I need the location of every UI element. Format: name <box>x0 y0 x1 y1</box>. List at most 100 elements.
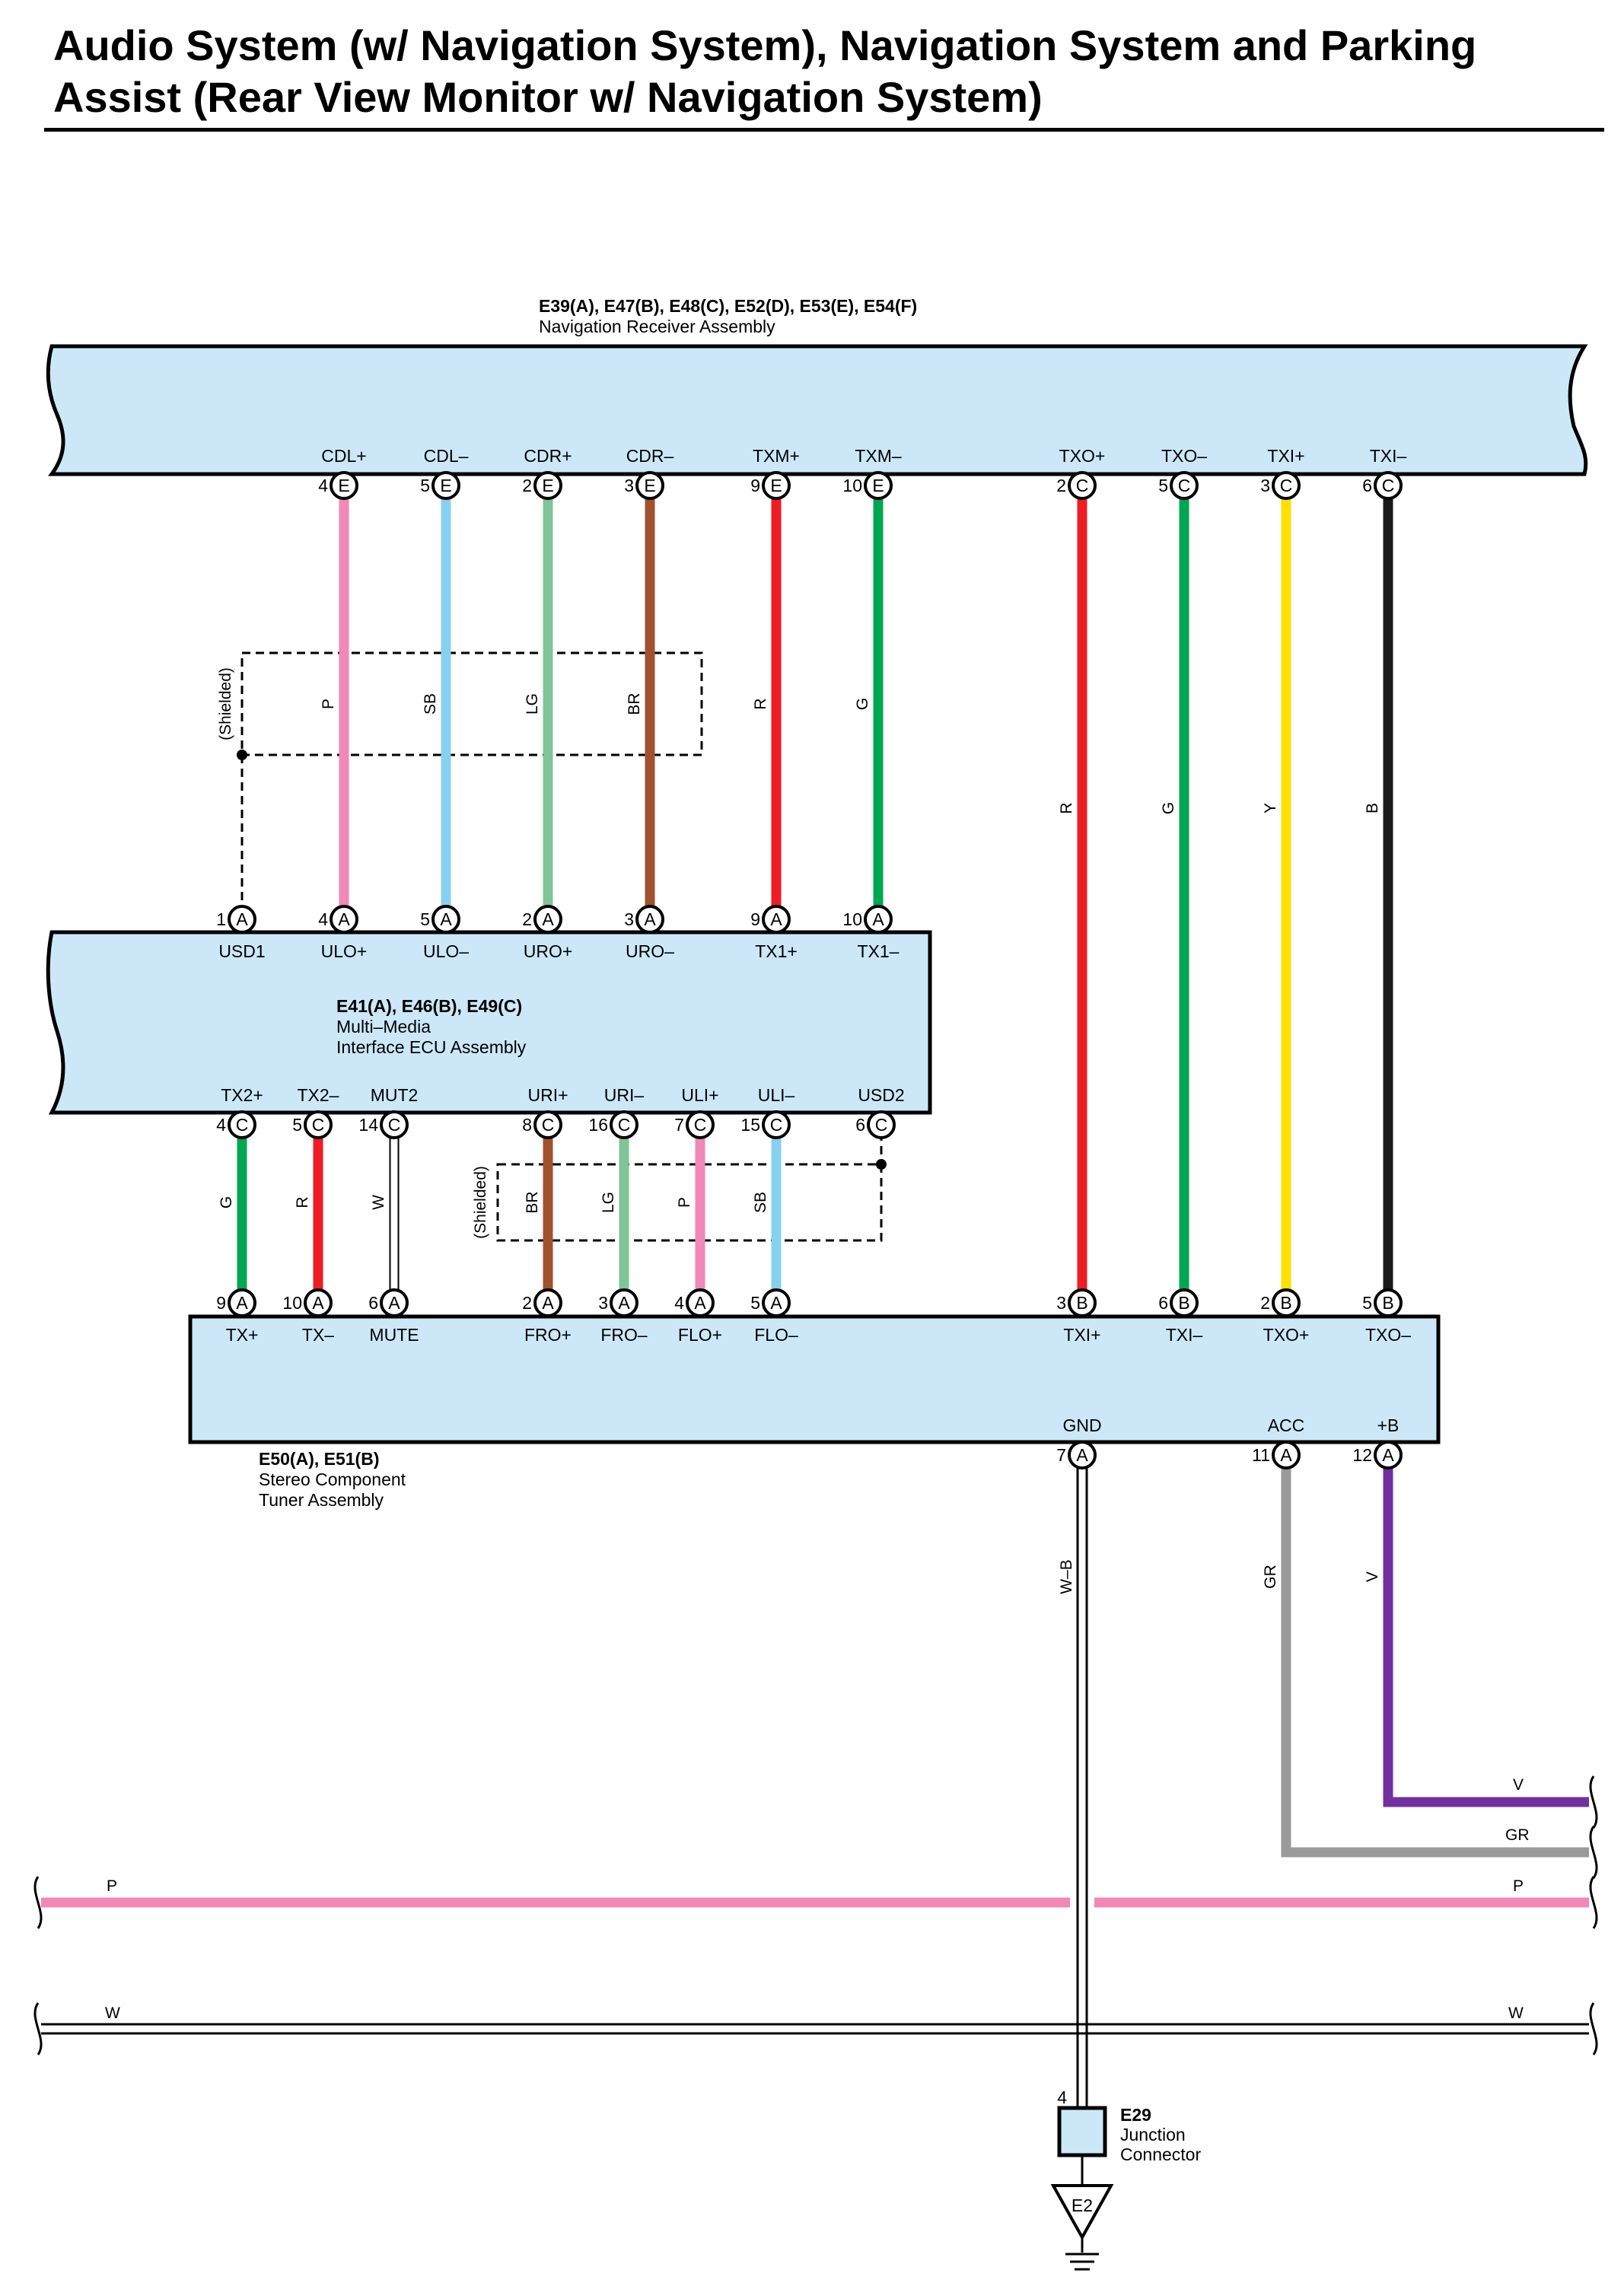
nav-pin-3-terminal <box>635 471 664 500</box>
nav-pin-6-signal: TXO+ <box>1059 446 1106 466</box>
stereo-top-pin-1-signal: TX– <box>302 1325 334 1345</box>
bus-label-w-left: W <box>105 2004 120 2022</box>
stereo-top-pin-0-terminal <box>228 1288 256 1317</box>
mm-bottom-pin-6-connector-letter: C <box>770 1115 783 1135</box>
mm-bottom-pin-7-signal: USD2 <box>858 1085 904 1105</box>
mm-top-pin-1-terminal <box>330 905 358 934</box>
mm-bottom-pin-5-connector-letter: C <box>694 1115 707 1135</box>
stereo-tuner-box <box>188 1314 1441 1444</box>
nav-pin-6-connector-letter: C <box>1076 476 1089 495</box>
stereo-top-pin-9-terminal <box>1272 1288 1301 1317</box>
title-line-1: Audio System (w/ Navigation System), Nav… <box>53 21 1477 69</box>
stereo-top-pin-9-signal: TXO+ <box>1263 1325 1310 1345</box>
nav-pin-3-signal: CDR– <box>626 446 674 466</box>
wire-gr <box>1281 1455 1589 1858</box>
jc-name-2: Connector <box>1120 2144 1201 2164</box>
mm-bottom-pin-4-pin-number: 16 <box>588 1115 608 1135</box>
mm-bottom-pin-2-connector-letter: C <box>388 1115 401 1135</box>
mm-top-pin-2-terminal <box>431 905 460 934</box>
bus-break-right-1 <box>1589 1826 1598 1879</box>
stereo-top-pin-8-signal: TXI– <box>1166 1325 1203 1345</box>
stereo-top-pin-3-terminal <box>533 1288 562 1317</box>
stereo-bottom-pin-0-pin-number: 7 <box>1056 1445 1066 1465</box>
stereo-top-pin-5-pin-number: 4 <box>674 1293 684 1313</box>
title-rule <box>44 128 1604 132</box>
mm-bottom-pin-1-signal: TX2– <box>298 1085 339 1105</box>
bus-break-left-1 <box>33 2002 43 2055</box>
stereo-top-pin-3-signal: FRO+ <box>524 1325 572 1345</box>
stereo-bottom-pin-0-terminal <box>1068 1441 1097 1469</box>
bus-layer <box>33 1775 1598 2055</box>
bus-break-right-3 <box>1589 2002 1598 2055</box>
navigation-receiver-box <box>46 344 1588 476</box>
stereo-bottom-pin-2-terminal <box>1374 1441 1403 1469</box>
stereo-top-pin-9-pin-number: 2 <box>1260 1293 1270 1313</box>
nav-pin-1-signal: CDL– <box>424 446 469 466</box>
multimedia-ecu-box <box>46 930 932 1115</box>
junction-connector: 4 E29 Junction Connector <box>1057 2087 1201 2164</box>
nav-pin-8-signal: TXI+ <box>1267 446 1304 466</box>
nav-pin-7-pin-number: 5 <box>1158 476 1168 495</box>
nav-pin-4-pin-number: 9 <box>750 476 760 495</box>
wire-long-label-b: B <box>1364 803 1381 814</box>
mm-bottom-pin-2-signal: MUT2 <box>371 1085 419 1105</box>
nav-pin-5-pin-number: 10 <box>842 476 862 495</box>
mm-bottom-pin-6-terminal <box>762 1110 791 1139</box>
mm-bottom-pin-2-terminal <box>380 1110 409 1139</box>
mm-bottom-pin-0-pin-number: 4 <box>216 1115 226 1135</box>
stereo-bottom-pin-2-pin-number: 12 <box>1352 1445 1372 1465</box>
bus-label-gr: GR <box>1505 1826 1530 1844</box>
nav-pin-0-pin-number: 4 <box>318 476 328 495</box>
mm-top-pin-4-connector-letter: A <box>644 909 656 929</box>
nav-pin-7-terminal <box>1170 471 1199 500</box>
mm-top-pin-0-pin-number: 1 <box>216 909 226 929</box>
mm-bottom-pin-5-pin-number: 7 <box>674 1115 684 1135</box>
nav-pin-4-signal: TXM+ <box>753 446 800 466</box>
wire-w-b-label: W–B <box>1058 1559 1075 1594</box>
mm-top-pin-3-pin-number: 2 <box>522 909 532 929</box>
mm-bottom-pin-7-terminal <box>867 1110 896 1139</box>
jc-name-1: Junction <box>1120 2125 1186 2144</box>
nav-pin-2-pin-number: 2 <box>522 476 532 495</box>
wire-long-label-r: R <box>1058 802 1075 814</box>
nav-pin-7-signal: TXO– <box>1161 446 1207 466</box>
wire-long-label-y: Y <box>1262 803 1279 814</box>
stereo-top-pin-8-pin-number: 6 <box>1158 1293 1168 1313</box>
wire-lower-label-w: W <box>370 1195 387 1210</box>
nav-pin-2-connector-letter: E <box>542 476 553 495</box>
bus-label-w-right: W <box>1508 2004 1524 2022</box>
mm-bottom-pin-0-terminal <box>228 1110 256 1139</box>
stereo-bottom-pin-1-terminal <box>1272 1441 1301 1469</box>
wire-lower-label-lg: LG <box>600 1192 617 1213</box>
mm-bottom-pin-4-terminal <box>610 1110 638 1139</box>
nav-pin-5-terminal <box>864 471 893 500</box>
stereo-top-pin-7-connector-letter: B <box>1076 1293 1087 1313</box>
stereo-top-pin-4-terminal <box>610 1288 638 1317</box>
upper-shield-label: (Shielded) <box>217 667 234 740</box>
mm-bottom-pin-3-signal: URI+ <box>527 1085 568 1105</box>
wire-upper-label-br: BR <box>626 693 643 715</box>
stereo-top-pin-6-terminal <box>762 1288 791 1317</box>
mm-bottom-pin-4-signal: URI– <box>604 1085 645 1105</box>
mm-top-pin-4-signal: URO– <box>626 941 674 961</box>
stereo-top-pin-6-pin-number: 5 <box>750 1293 760 1313</box>
bus-break-right-2 <box>1589 1876 1598 1929</box>
stereo-component-name-2: Tuner Assembly <box>259 1490 384 1510</box>
nav-pin-9-pin-number: 6 <box>1362 476 1372 495</box>
mm-top-pin-6-terminal <box>864 905 893 934</box>
